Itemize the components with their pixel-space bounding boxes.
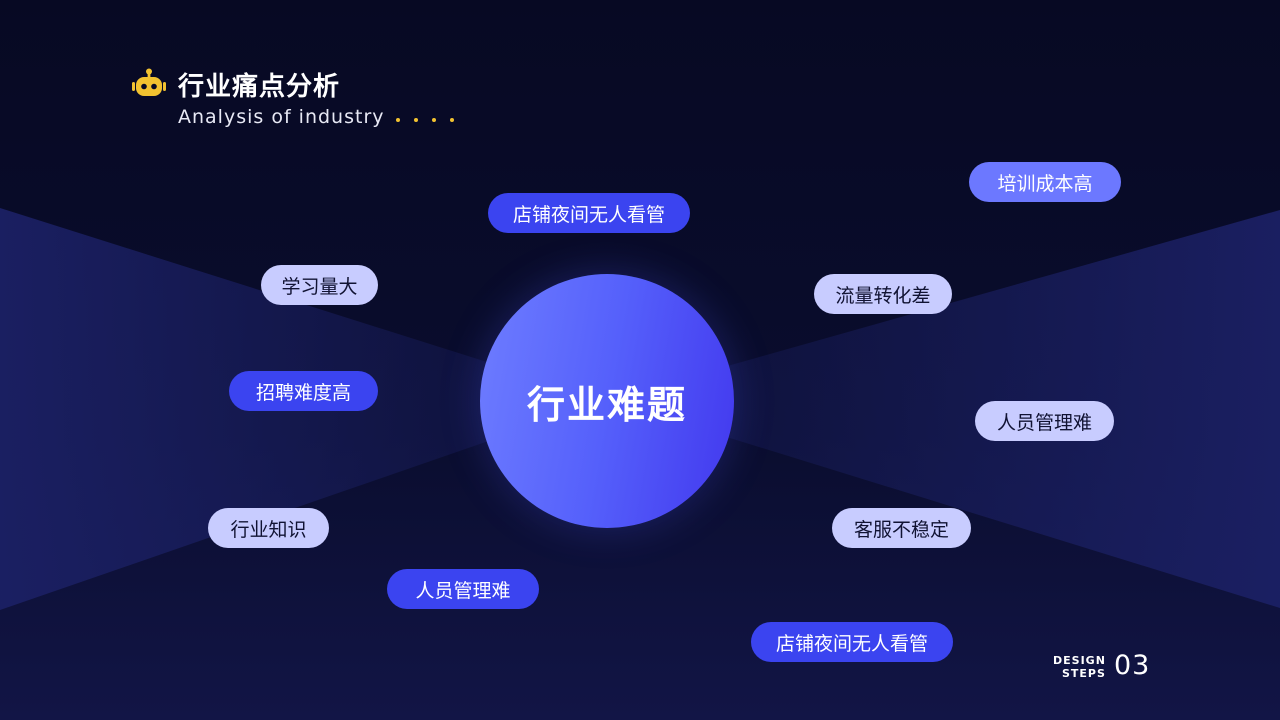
pill-staff-management-right: 人员管理难 [975,401,1114,441]
pill-staff-management-bottom: 人员管理难 [387,569,539,609]
brand-line-2: STEPS [1061,667,1106,680]
pill-hiring-difficulty: 招聘难度高 [229,371,378,411]
center-circle: 行业难题 [480,274,734,528]
pill-poor-conversion: 流量转化差 [814,274,952,314]
pill-industry-knowledge: 行业知识 [208,508,329,548]
dots-decoration [396,118,454,122]
pill-night-unattended-bottom: 店铺夜间无人看管 [751,622,953,662]
robot-icon [132,68,166,96]
brand-line-1: DESIGN [1053,654,1106,667]
pill-unstable-service: 客服不稳定 [832,508,971,548]
footer-brand: DESIGN STEPS [1053,654,1106,680]
pill-training-cost: 培训成本高 [969,162,1121,202]
ray-right [607,210,1280,608]
page-subtitle: Analysis of industry [178,106,385,128]
page-number: 03 [1114,650,1151,681]
pill-night-unattended-top: 店铺夜间无人看管 [488,193,690,233]
page-title: 行业痛点分析 [178,72,341,102]
pill-heavy-learning: 学习量大 [261,265,378,305]
